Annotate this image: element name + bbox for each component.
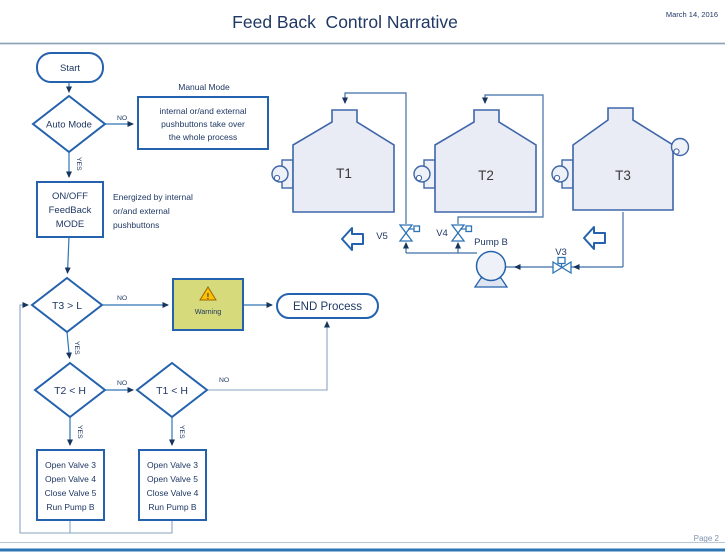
- pump-body: [475, 250, 507, 282]
- t3-label: T3: [615, 168, 631, 183]
- connector-t1-no-end: [207, 321, 330, 391]
- energized-line3: pushbuttons: [113, 220, 159, 230]
- label-no-t3: NO: [117, 295, 127, 302]
- t1-lt-h-decision: T1 < H: [135, 361, 209, 419]
- page-number: Page 2: [694, 534, 720, 543]
- v3-label: V3: [555, 247, 567, 258]
- v5-actuator: [413, 225, 421, 233]
- start-label: Start: [60, 63, 80, 74]
- v4-actuator: [465, 225, 473, 233]
- left-action-3: Close Valve 5: [45, 488, 97, 498]
- onoff-line2: FeedBack: [49, 205, 92, 216]
- right-action-4: Run Pump B: [148, 502, 197, 512]
- label-yes-t1: YES: [178, 425, 185, 439]
- auto-mode-decision: Auto Mode: [31, 94, 107, 154]
- onoff-line3: MODE: [56, 219, 85, 230]
- t1-label: T1: [336, 166, 352, 181]
- onoff-line1: ON/OFF: [52, 191, 88, 202]
- v3-actuator: [557, 256, 566, 265]
- connector-loopback-t3: [19, 302, 173, 534]
- warning-label: Warning: [195, 307, 222, 316]
- left-action-2: Open Valve 4: [45, 474, 96, 484]
- label-yes-t2: YES: [76, 425, 83, 439]
- tank-t1: T1: [271, 109, 395, 213]
- warning-triangle-icon: [199, 286, 217, 301]
- connector-t3-t2: [65, 331, 72, 359]
- label-no-t1: NO: [219, 377, 229, 384]
- tank-t2: T2: [413, 109, 537, 213]
- actions-right-process: Open Valve 3 Open Valve 5 Close Valve 4 …: [138, 449, 207, 521]
- energized-line1: Energized by internal: [113, 192, 193, 202]
- pump-label: Pump B: [474, 237, 508, 248]
- end-label: END Process: [293, 301, 362, 313]
- manual-mode-line3: the whole process: [169, 132, 238, 142]
- start-terminator: Start: [36, 52, 104, 83]
- label-yes-t3: YES: [73, 341, 80, 355]
- t1-check-label: T1 < H: [156, 385, 188, 397]
- right-action-3: Close Valve 4: [147, 488, 199, 498]
- auto-mode-label: Auto Mode: [46, 120, 92, 131]
- label-no-automode: NO: [117, 115, 127, 122]
- end-terminator: END Process: [276, 293, 379, 319]
- valve-v5: V5: [376, 224, 421, 242]
- t2-lt-h-decision: T2 < H: [33, 361, 107, 419]
- flow-block-arrow-left-2: [583, 226, 606, 250]
- manual-mode-caption: Manual Mode: [178, 82, 230, 92]
- actions-left-process: Open Valve 3 Open Valve 4 Close Valve 5 …: [36, 449, 105, 521]
- v4-label: V4: [436, 228, 448, 239]
- label-no-t2: NO: [117, 380, 127, 387]
- v5-label: V5: [376, 231, 388, 242]
- t2-check-label: T2 < H: [54, 385, 86, 397]
- pipe-v4-to-t2: [457, 94, 544, 224]
- t3-gt-l-decision: T3 > L: [30, 276, 104, 334]
- connector-onoff-t3: [64, 236, 71, 274]
- t1-gauge-dot: [273, 174, 281, 182]
- t3-check-label: T3 > L: [52, 300, 82, 312]
- manual-mode-line1: internal or/and external: [160, 106, 247, 116]
- warning-process: ! Warning: [172, 278, 244, 331]
- tank-t3: T3: [551, 107, 690, 211]
- valve-v4: V4: [436, 224, 473, 242]
- label-yes-automode: YES: [75, 157, 82, 171]
- t3-top-gauge-dot: [673, 148, 680, 155]
- right-action-2: Open Valve 5: [147, 474, 198, 484]
- energized-note: Energized by internal or/and external pu…: [113, 192, 193, 230]
- warning-exclamation: !: [207, 292, 210, 301]
- manual-mode-line2: pushbuttons take over: [161, 119, 245, 129]
- valve-v3: V3: [552, 247, 572, 275]
- date-label: March 14, 2016: [666, 10, 718, 19]
- right-action-1: Open Valve 3: [147, 460, 198, 470]
- page-title: Feed Back Control Narrative: [232, 12, 458, 32]
- onoff-feedback-process: ON/OFF FeedBack MODE: [36, 181, 104, 238]
- flow-block-arrow-left-1: [341, 227, 364, 251]
- energized-line2: or/and external: [113, 206, 170, 216]
- t2-label: T2: [478, 168, 494, 183]
- left-action-1: Open Valve 3: [45, 460, 96, 470]
- left-action-4: Run Pump B: [46, 502, 95, 512]
- t3-gauge-dot: [553, 174, 561, 182]
- pump-b: Pump B: [473, 237, 509, 288]
- t2-gauge-dot: [415, 174, 423, 182]
- manual-mode-process: internal or/and external pushbuttons tak…: [137, 96, 269, 150]
- pipe-v5-to-t1: [342, 92, 407, 224]
